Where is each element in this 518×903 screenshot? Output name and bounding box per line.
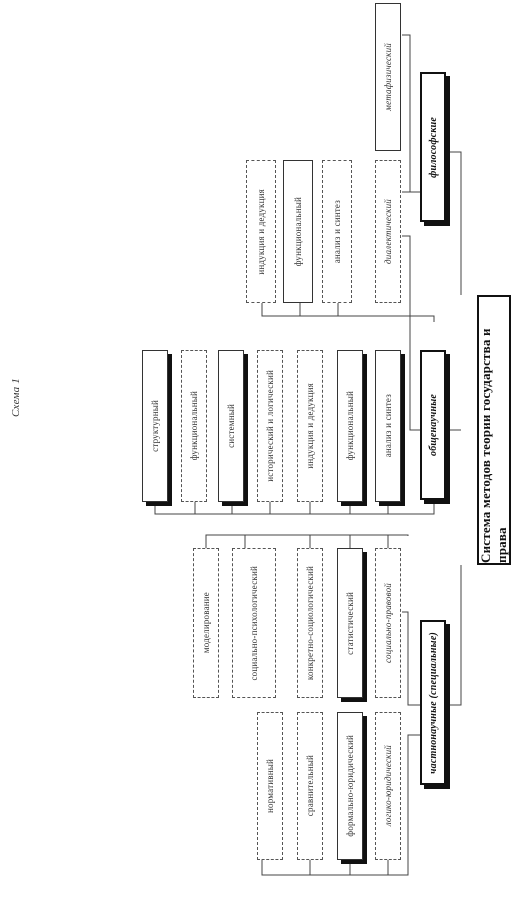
method-item: индукция и дедукция [246, 160, 276, 303]
method-item: функциональный [283, 160, 313, 303]
private-method-item: социально-психологический [232, 548, 276, 698]
private-method-item: моделирование [193, 548, 219, 698]
general-method-item: исторический и логический [257, 350, 283, 502]
general-method-item: анализ и синтез [375, 350, 401, 502]
private-scientific-node: частнонаучные (специальные) [420, 620, 446, 785]
method-item: анализ и синтез [322, 160, 352, 303]
private-method-item: социально-правовой [375, 548, 401, 698]
private-method-item: сравнительный [297, 712, 323, 860]
general-method-item: системный [218, 350, 244, 502]
method-item: диалектический [375, 160, 401, 303]
private-method-item: статистический [337, 548, 363, 698]
private-method-item: конкретно-социологический [297, 548, 323, 698]
general-method-item: индукция и дедукция [297, 350, 323, 502]
general-method-item: функциональный [181, 350, 207, 502]
diagram-caption: Схема 1 [10, 377, 22, 417]
general-method-item: функциональный [337, 350, 363, 502]
general-scientific-node: общенаучные [420, 350, 446, 500]
private-method-item: логико-юридический [375, 712, 401, 860]
philosophical-item: метафизический [375, 3, 401, 151]
private-method-item: формально-юридический [337, 712, 363, 860]
philosophical-node: философские [420, 72, 446, 222]
central-title: Система методов теории государства и пра… [477, 295, 511, 565]
private-method-item: нормативный [257, 712, 283, 860]
diagram-title: Система методов теории государства и пра… [478, 328, 509, 563]
general-method-item: структурный [142, 350, 168, 502]
